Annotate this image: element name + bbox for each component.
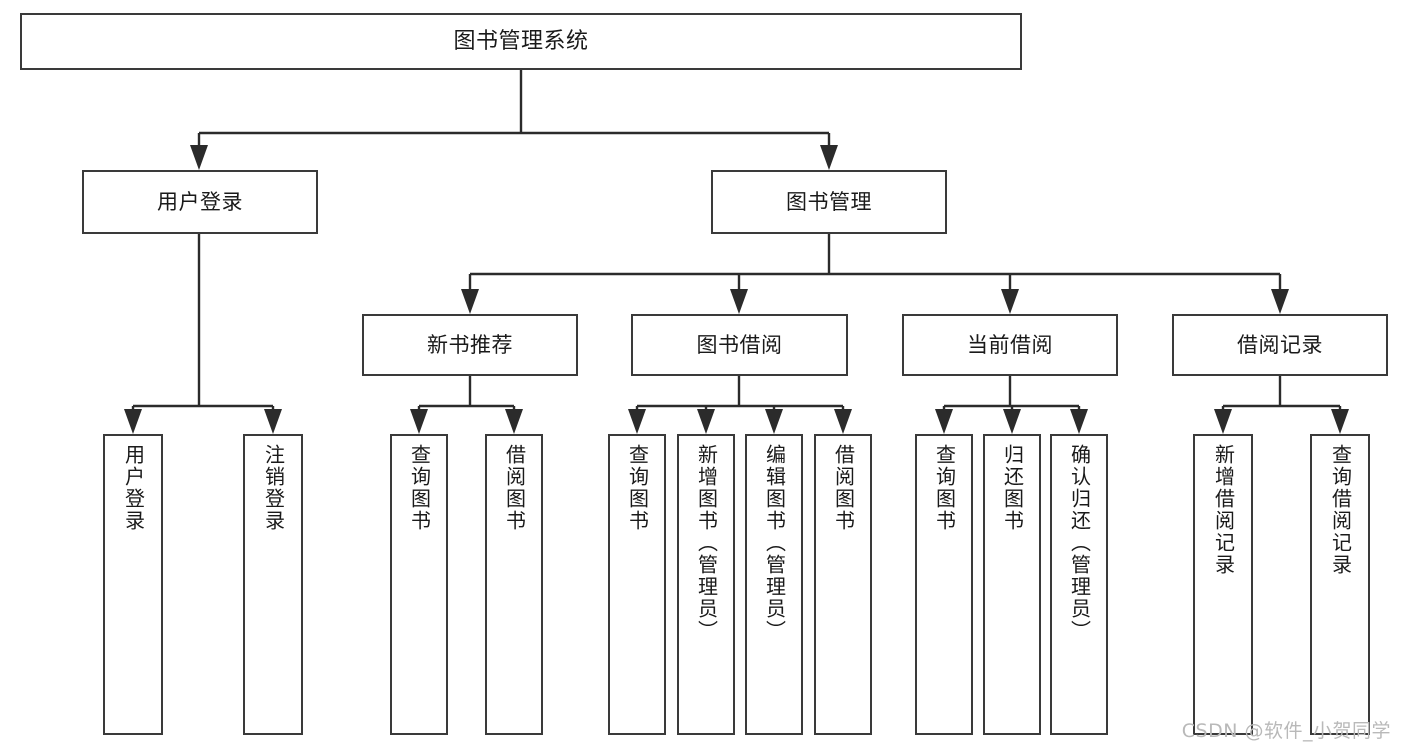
node-leaf-confirm-return-label: 确认归还（管理员）: [1067, 444, 1092, 642]
arrowhead-leaf-query-record: [1331, 409, 1349, 434]
node-user-login[interactable]: 用户登录: [82, 170, 318, 234]
node-borrow-record-label: 借阅记录: [1237, 332, 1323, 357]
arrowhead-leaf-query-book-3: [935, 409, 953, 434]
arrowhead-leaf-return-book: [1003, 409, 1021, 434]
arrowhead-leaf-query-book-1: [410, 409, 428, 434]
node-leaf-query-book-3[interactable]: 查询图书: [915, 434, 973, 735]
node-new-book-recommend[interactable]: 新书推荐: [362, 314, 578, 376]
node-leaf-logout[interactable]: 注销登录: [243, 434, 303, 735]
arrowhead-leaf-confirm-return: [1070, 409, 1088, 434]
node-leaf-edit-book-label: 编辑图书（管理员）: [762, 444, 787, 642]
node-book-manage[interactable]: 图书管理: [711, 170, 947, 234]
node-leaf-query-record-label: 查询借阅记录: [1328, 444, 1353, 576]
arrowhead-leaf-borrow-book-2: [834, 409, 852, 434]
node-user-login-label: 用户登录: [157, 189, 243, 214]
node-borrow-record[interactable]: 借阅记录: [1172, 314, 1388, 376]
arrowhead-borrow-record: [1271, 289, 1289, 314]
node-leaf-query-record[interactable]: 查询借阅记录: [1310, 434, 1370, 735]
node-leaf-return-book-label: 归还图书: [1000, 444, 1025, 532]
node-leaf-add-record[interactable]: 新增借阅记录: [1193, 434, 1253, 735]
node-leaf-borrow-book-2[interactable]: 借阅图书: [814, 434, 872, 735]
node-leaf-user-login[interactable]: 用户登录: [103, 434, 163, 735]
arrowhead-leaf-user-login: [124, 409, 142, 434]
arrowhead-leaf-borrow-book-1: [505, 409, 523, 434]
arrowhead-leaf-query-book-2: [628, 409, 646, 434]
arrowhead-user-login: [190, 145, 208, 170]
node-leaf-query-book-3-label: 查询图书: [932, 444, 957, 532]
node-leaf-query-book-1-label: 查询图书: [407, 444, 432, 532]
node-book-borrow-label: 图书借阅: [696, 332, 783, 357]
arrowhead-leaf-add-book: [697, 409, 715, 434]
arrowhead-current-borrow: [1001, 289, 1019, 314]
arrowhead-leaf-add-record: [1214, 409, 1232, 434]
arrowhead-book-manage: [820, 145, 838, 170]
node-leaf-return-book[interactable]: 归还图书: [983, 434, 1041, 735]
node-leaf-borrow-book-1-label: 借阅图书: [502, 444, 527, 532]
node-book-manage-label: 图书管理: [786, 189, 872, 214]
node-leaf-edit-book[interactable]: 编辑图书（管理员）: [745, 434, 803, 735]
node-leaf-logout-label: 注销登录: [261, 444, 286, 532]
node-leaf-borrow-book-1[interactable]: 借阅图书: [485, 434, 543, 735]
node-current-borrow-label: 当前借阅: [967, 332, 1053, 357]
node-current-borrow[interactable]: 当前借阅: [902, 314, 1118, 376]
arrowhead-new-book-recommend: [461, 289, 479, 314]
node-leaf-query-book-1[interactable]: 查询图书: [390, 434, 448, 735]
arrowhead-book-borrow: [730, 289, 748, 314]
node-leaf-add-book-label: 新增图书（管理员）: [694, 444, 719, 642]
watermark-text: CSDN @软件_小贺同学: [1181, 720, 1391, 742]
node-leaf-add-record-label: 新增借阅记录: [1211, 444, 1236, 576]
node-root[interactable]: 图书管理系统: [20, 13, 1022, 70]
node-leaf-query-book-2[interactable]: 查询图书: [608, 434, 666, 735]
node-root-label: 图书管理系统: [453, 28, 589, 54]
node-leaf-query-book-2-label: 查询图书: [625, 444, 650, 532]
node-book-borrow[interactable]: 图书借阅: [631, 314, 848, 376]
node-leaf-user-login-label: 用户登录: [121, 444, 146, 532]
node-leaf-add-book[interactable]: 新增图书（管理员）: [677, 434, 735, 735]
node-leaf-borrow-book-2-label: 借阅图书: [831, 444, 856, 532]
arrowhead-leaf-logout: [264, 409, 282, 434]
arrowhead-leaf-edit-book: [765, 409, 783, 434]
node-new-book-recommend-label: 新书推荐: [427, 332, 513, 357]
node-leaf-confirm-return[interactable]: 确认归还（管理员）: [1050, 434, 1108, 735]
